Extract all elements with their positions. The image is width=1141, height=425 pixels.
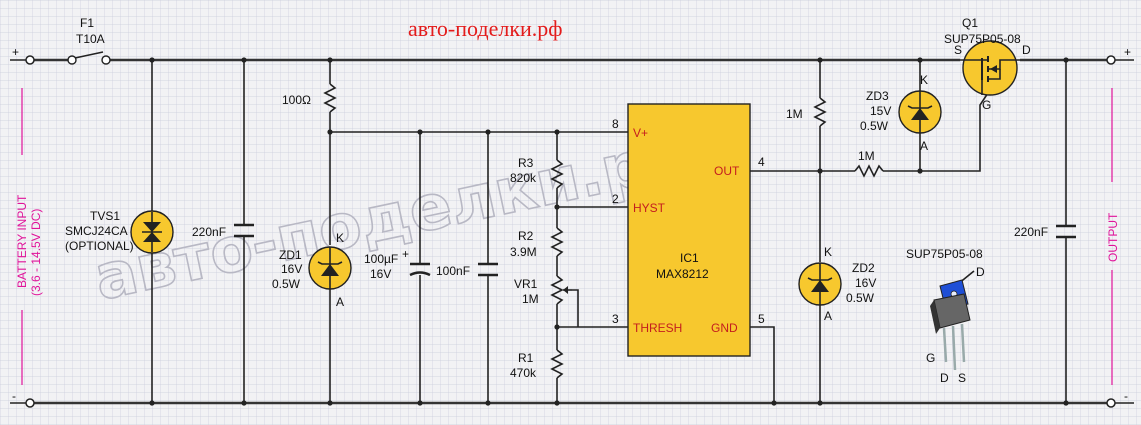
tvs1-value: SMCJ24CA: [65, 224, 128, 238]
r2-ref: R2: [518, 229, 534, 243]
zd2-ref: ZD2: [852, 261, 875, 275]
tvs1: TVS1 SMCJ24CA (OPTIONAL): [65, 57, 174, 406]
r1-value: 470k: [510, 366, 537, 380]
zener-zd3: K A ZD3 15V 0.5W: [860, 57, 942, 171]
svg-text:8: 8: [612, 117, 619, 131]
svg-text:5: 5: [758, 312, 765, 326]
ic1-pin-vplus: V+: [633, 126, 648, 140]
input-label-group: BATTERY INPUT (3.6 - 14.5V DC): [15, 88, 43, 385]
zd2-k: K: [824, 245, 832, 259]
gate-pullup-resistor: 1M: [786, 57, 827, 262]
ic1-pin-gnd: GND: [711, 321, 738, 335]
pkg-g: G: [926, 351, 935, 365]
pkg-d-tab: D: [976, 265, 985, 279]
zd1-power: 0.5W: [272, 277, 301, 291]
zd2-power: 0.5W: [846, 291, 875, 305]
q1-g: G: [982, 98, 991, 112]
c-in-value: 220nF: [192, 225, 226, 239]
zd3-voltage: 15V: [870, 104, 891, 118]
input-negative-terminal: [25, 398, 35, 408]
input-label: BATTERY INPUT: [15, 194, 29, 288]
f1-ref: F1: [80, 16, 94, 30]
q1-ref: Q1: [962, 16, 978, 30]
output-label-group: OUTPUT: [1106, 88, 1120, 385]
zd3-ref: ZD3: [866, 89, 889, 103]
vr1-value: 1M: [522, 292, 539, 306]
output-label: OUTPUT: [1106, 212, 1120, 262]
fuse-f1: F1 T10A: [67, 16, 111, 65]
zener-zd1: K A ZD1 16V 0.5W: [272, 231, 352, 406]
pkg-d: D: [940, 371, 949, 385]
r-gate-value: 1M: [858, 149, 875, 163]
gate-resistor: 1M: [820, 89, 991, 178]
svg-text:2: 2: [612, 192, 619, 206]
c-100n-value: 100nF: [436, 264, 470, 278]
ic1-pin-thresh: THRESH: [633, 321, 682, 335]
capacitor-input: 220nF: [192, 57, 254, 406]
ic1-ref: IC1: [680, 251, 699, 265]
ic1-pin-out: OUT: [714, 164, 740, 178]
zd3-a: A: [920, 139, 928, 153]
zd1-ref: ZD1: [279, 248, 302, 262]
mosfet-q1: Q1 SUP75P05-08 S D G: [944, 16, 1031, 112]
r2-value: 3.9M: [510, 245, 537, 259]
r3-ref: R3: [518, 156, 534, 170]
r-gate-pu-value: 1M: [786, 107, 803, 121]
capacitor-100nf: 100nF: [436, 132, 498, 406]
svg-text:-: -: [1124, 389, 1128, 403]
zd2-a: A: [824, 309, 832, 323]
c-bulk-value: 100µF: [364, 252, 398, 266]
resistor-100ohm: 100Ω: [282, 57, 337, 245]
pkg-part: SUP75P05-08: [906, 247, 983, 261]
site-title: авто-поделки.рф: [408, 16, 563, 41]
zd3-power: 0.5W: [860, 119, 889, 133]
c-out-value: 220nF: [1014, 225, 1048, 239]
input-range: (3.6 - 14.5V DC): [29, 209, 43, 296]
zener-zd2: K A ZD2 16V 0.5W: [798, 245, 876, 406]
f1-value: T10A: [76, 32, 105, 46]
vr1-ref: VR1: [514, 277, 538, 291]
input-positive-terminal: [25, 55, 35, 65]
r1-ref: R1: [518, 351, 534, 365]
zd3-k: K: [920, 73, 928, 87]
svg-text:+: +: [402, 247, 409, 261]
svg-text:-: -: [12, 389, 16, 403]
capacitor-100uf: + 100µF 16V: [364, 132, 431, 406]
tvs1-note: (OPTIONAL): [65, 239, 134, 253]
svg-text:3: 3: [612, 312, 619, 326]
output-positive-terminal: [1106, 55, 1116, 65]
capacitor-output: 220nF: [1014, 57, 1076, 406]
zd1-a: A: [336, 295, 344, 309]
q1-d: D: [1022, 43, 1031, 57]
svg-text:4: 4: [758, 155, 765, 169]
output-negative-terminal: [1106, 398, 1116, 408]
tvs1-ref: TVS1: [90, 209, 120, 223]
divider-chain: R3 820k R2 3.9M VR1 1M R1 470k: [510, 132, 628, 406]
q1-s: S: [954, 43, 962, 57]
ic1-max8212: 8 2 3 4 5 V+ HYST THRESH OUT GND IC1 MAX…: [612, 103, 820, 406]
svg-text:+: +: [1124, 45, 1131, 59]
ic1-pin-hyst: HYST: [633, 201, 666, 215]
c-bulk-voltage: 16V: [370, 267, 391, 281]
r3-value: 820k: [510, 171, 537, 185]
ic1-part: MAX8212: [656, 267, 709, 281]
zd2-voltage: 16V: [855, 276, 876, 290]
zd1-k: K: [336, 231, 344, 245]
q1-part: SUP75P05-08: [944, 32, 1021, 46]
package-to220: SUP75P05-08 D G D S: [906, 247, 985, 385]
svg-text:+: +: [12, 45, 19, 59]
zd1-voltage: 16V: [281, 262, 302, 276]
r-top-value: 100Ω: [282, 93, 311, 107]
pkg-s: S: [958, 371, 966, 385]
